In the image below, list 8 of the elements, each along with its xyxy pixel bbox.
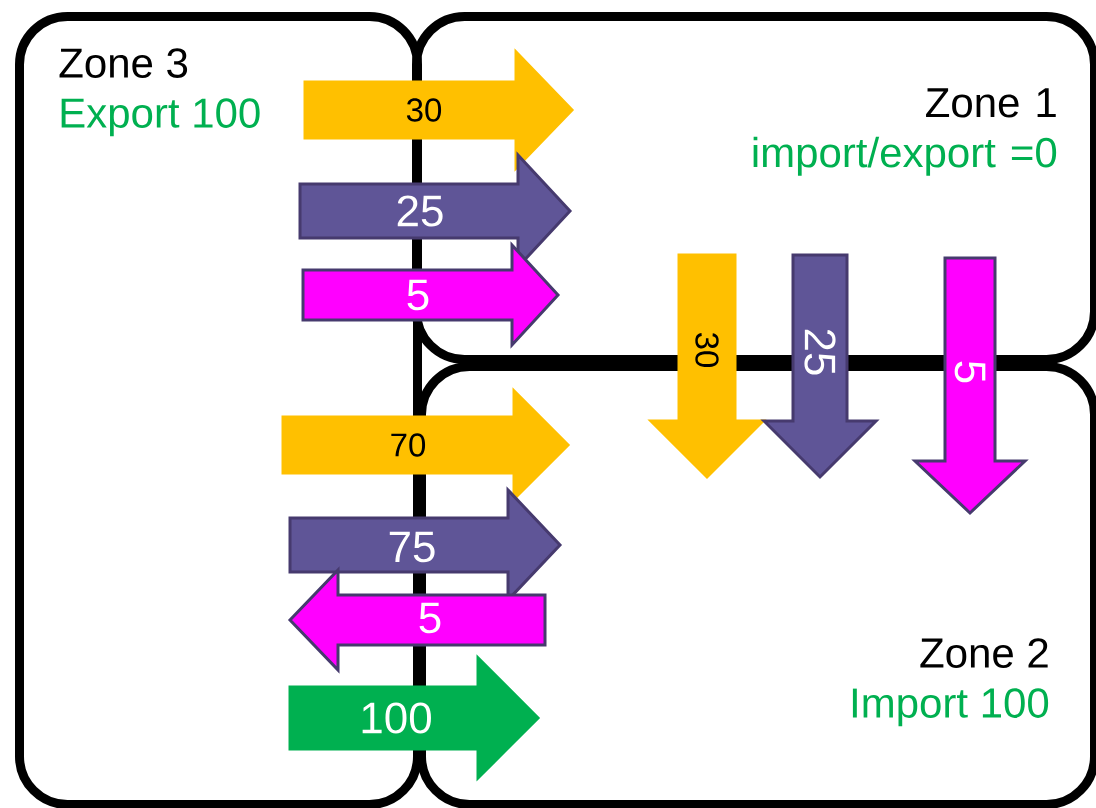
- edge-label: 5: [419, 602, 441, 634]
- block-arrow: [287, 566, 547, 674]
- block-arrow: [911, 256, 1029, 516]
- block-arrow: [760, 253, 880, 480]
- block-arrow: [303, 48, 575, 172]
- block-arrow: [301, 241, 561, 349]
- block-arrow: [288, 654, 541, 782]
- edge-label: 5: [954, 361, 986, 383]
